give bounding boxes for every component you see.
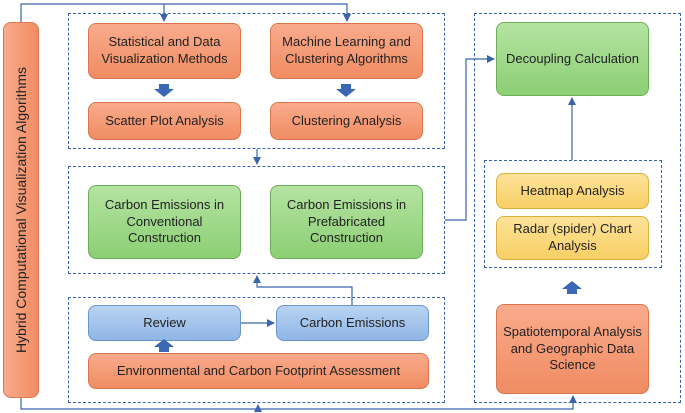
group-spatial-analysis [484, 160, 662, 268]
node-statistical-methods: Statistical and Data Visualization Metho… [88, 23, 241, 79]
block-arrow-statistical-to-scatter [154, 84, 174, 97]
connector-carbon-to-decoupling [445, 55, 495, 221]
node-heatmap: Heatmap Analysis [496, 173, 649, 209]
node-carbon-emissions: Carbon Emissions [276, 305, 429, 341]
block-arrow-spatiotemporal-to-analysis [562, 281, 582, 294]
node-env-footprint: Environmental and Carbon Footprint Asses… [88, 353, 429, 389]
node-radar: Radar (spider) Chart Analysis [496, 216, 649, 260]
node-carbon-prefabricated: Carbon Emissions in Prefabricated Constr… [270, 185, 423, 259]
connector-emissions-to-carbon [253, 275, 353, 305]
block-arrow-ml-to-clustering [336, 84, 356, 97]
node-spatiotemporal: Spatiotemporal Analysis and Geographic D… [496, 304, 649, 394]
sidebar-hybrid-algorithms: Hybrid Computational Visualization Algor… [3, 22, 39, 398]
group-carbon-construction [68, 166, 445, 274]
node-scatter-plot: Scatter Plot Analysis [88, 102, 241, 140]
group-methods [68, 13, 445, 149]
node-clustering-analysis: Clustering Analysis [270, 102, 423, 140]
node-ml-clustering: Machine Learning and Clustering Algorith… [270, 23, 423, 79]
connector-sidebar-to-assessment [20, 395, 577, 410]
node-review: Review [88, 305, 241, 341]
node-decoupling: Decoupling Calculation [496, 22, 649, 96]
group-assessment [68, 297, 445, 403]
group-right-column [474, 13, 681, 403]
node-carbon-conventional: Carbon Emissions in Conventional Constru… [88, 185, 241, 259]
connector-sidebar-to-methods [20, 3, 351, 22]
block-arrow-footprint-to-review [154, 339, 174, 352]
